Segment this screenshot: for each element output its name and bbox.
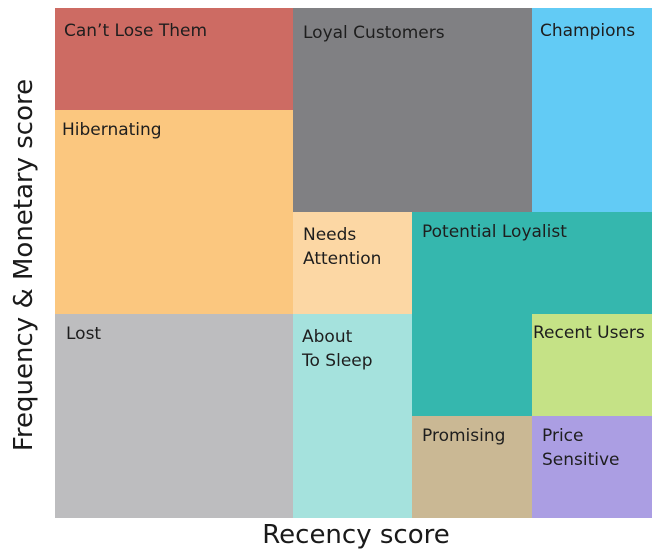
segment-label-needs-attention-line-1: Needs	[303, 225, 356, 245]
segment-label-champions: Champions	[540, 21, 635, 41]
segment-label-price-sensitive-line-2: Sensitive	[542, 450, 620, 470]
segment-block-promising	[412, 416, 532, 518]
segment-label-cant-lose-them: Can’t Lose Them	[64, 21, 207, 41]
segment-label-potential-loyalist: Potential Loyalist	[422, 222, 567, 242]
segment-cant-lose-them: Can’t Lose Them	[55, 8, 293, 110]
segment-block-lost	[55, 314, 293, 518]
segment-label-lost: Lost	[66, 324, 101, 344]
segment-label-needs-attention-line-2: Attention	[303, 249, 381, 269]
segment-label-hibernating: Hibernating	[62, 120, 162, 140]
segment-about-to-sleep: About To Sleep	[293, 314, 412, 518]
segment-loyal-customers: Loyal Customers	[293, 8, 532, 212]
segment-block-hibernating	[55, 110, 293, 314]
segment-promising: Promising	[412, 416, 532, 518]
segment-label-loyal-customers: Loyal Customers	[303, 23, 445, 43]
segment-block-loyal-customers	[293, 8, 532, 212]
segment-hibernating: Hibernating	[55, 110, 293, 314]
segment-block-about-to-sleep	[293, 314, 412, 518]
segment-block-recent-users	[532, 314, 652, 416]
segment-block-price-sensitive	[532, 416, 652, 518]
segment-block-cant-lose-them	[55, 8, 293, 110]
segment-champions: Champions	[532, 8, 652, 212]
segment-label-about-to-sleep-line-1: About	[302, 327, 353, 347]
segment-block-needs-attention	[293, 212, 412, 314]
segment-lost: Lost	[55, 314, 293, 518]
segment-label-about-to-sleep-line-2: To Sleep	[301, 351, 373, 371]
segment-recent-users: Recent Users	[532, 314, 652, 416]
segments-layer: Can’t Lose Them Loyal Customers ChampionsH…	[55, 8, 652, 518]
x-axis-label: Recency score	[262, 520, 450, 550]
segment-label-recent-users: Recent Users	[533, 323, 645, 343]
y-axis-label: Frequency & Monetary score	[9, 78, 39, 452]
segment-label-price-sensitive-line-1: Price	[542, 426, 583, 446]
segment-block-champions	[532, 8, 652, 212]
segment-label-promising: Promising	[422, 426, 505, 446]
